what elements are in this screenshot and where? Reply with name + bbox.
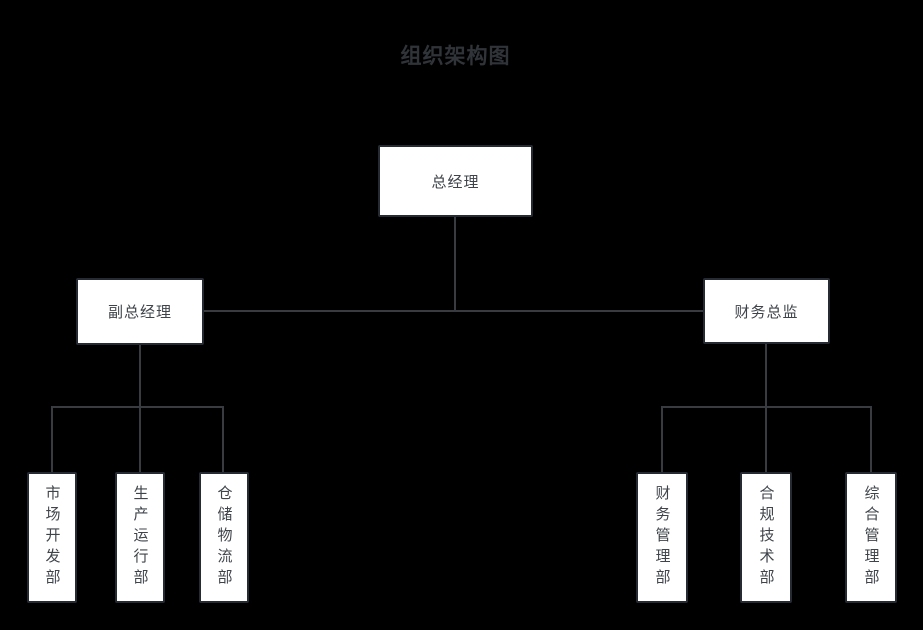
page-title: 组织架构图 — [400, 44, 511, 68]
org-node-label: 合规技术部 — [757, 485, 776, 590]
org-node-label: 财务管理部 — [653, 485, 672, 590]
connector-cfo-down — [765, 344, 767, 472]
org-node-general-management-dept[interactable]: 综合管理部 — [845, 472, 897, 603]
org-node-label: 仓储物流部 — [215, 485, 234, 590]
org-node-label: 副总经理 — [107, 303, 172, 321]
connector-right-drop-3 — [870, 406, 872, 472]
connector-deputy-down — [139, 345, 141, 472]
connector-right-branch — [661, 406, 872, 408]
org-node-compliance-technology-dept[interactable]: 合规技术部 — [740, 472, 792, 603]
org-node-finance-management-dept[interactable]: 财务管理部 — [636, 472, 688, 603]
org-node-label: 总经理 — [431, 172, 480, 191]
connector-root-to-managers — [454, 217, 456, 312]
connector-left-drop-3 — [222, 406, 224, 472]
org-node-warehouse-logistics-dept[interactable]: 仓储物流部 — [199, 472, 249, 603]
org-node-general-manager[interactable]: 总经理 — [378, 145, 533, 217]
connector-left-drop-1 — [51, 406, 53, 472]
org-node-market-development-dept[interactable]: 市场开发部 — [27, 472, 77, 603]
connector-left-branch — [51, 406, 224, 408]
org-node-label: 财务总监 — [734, 302, 799, 321]
org-node-deputy-general-manager[interactable]: 副总经理 — [76, 278, 204, 345]
org-node-label: 综合管理部 — [862, 485, 881, 590]
org-node-production-operations-dept[interactable]: 生产运行部 — [115, 472, 165, 603]
org-node-label: 生产运行部 — [131, 485, 150, 590]
connector-right-drop-1 — [661, 406, 663, 472]
org-node-finance-director[interactable]: 财务总监 — [703, 278, 830, 344]
org-node-label: 市场开发部 — [43, 485, 62, 590]
connector-managers-horizontal — [204, 310, 703, 312]
